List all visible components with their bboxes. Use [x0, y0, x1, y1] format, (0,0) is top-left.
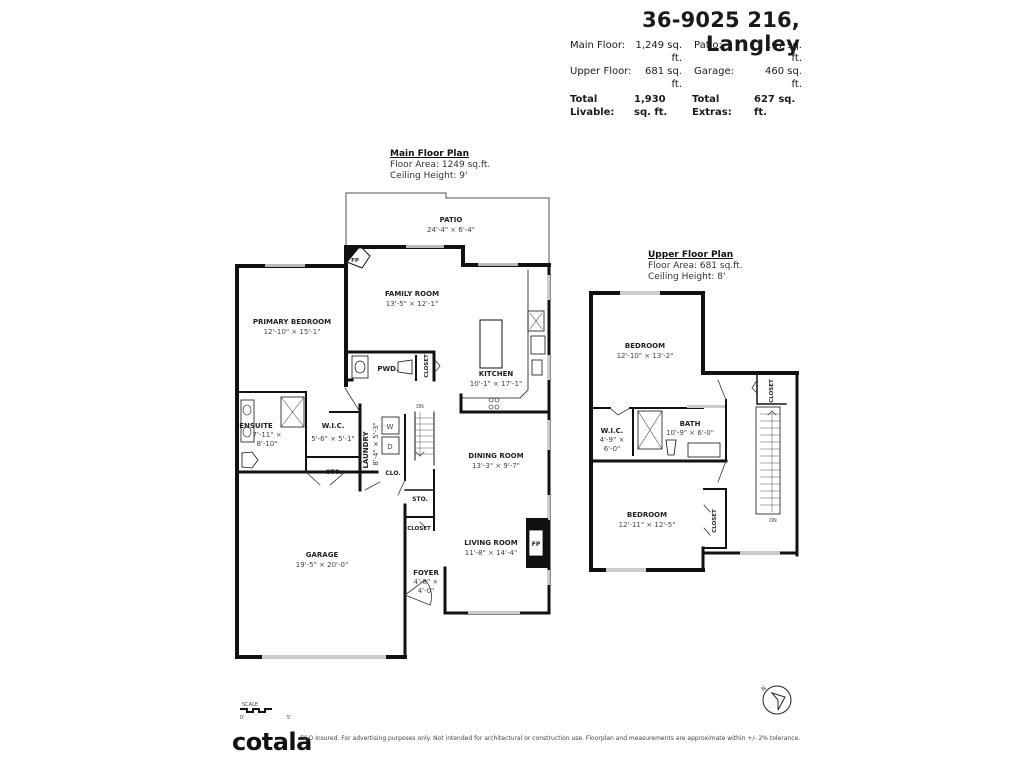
total-livable-value: 1,930 sq. ft. [634, 94, 668, 118]
upper-closet-1-label: CLOSET [769, 379, 775, 403]
family-fireplace-label: FP [351, 258, 359, 264]
bedroom-2-dims: 12'-11" × 12'-5" [619, 521, 676, 529]
ensuite-dims-2: 8'-10" [256, 440, 277, 448]
total-extras-label: Total Extras: [692, 94, 732, 118]
patio-label: Patio: [694, 40, 722, 51]
family-room-label: FAMILY ROOM [385, 290, 439, 298]
main-floor-title: Main Floor Plan [390, 149, 469, 159]
foyer-dims-2: 4'-0" [418, 587, 435, 595]
foyer-label: FOYER [413, 569, 439, 577]
total-livable-label: Total Livable: [570, 94, 615, 118]
main-floor-area: Floor Area: 1249 sq.ft. [390, 160, 491, 170]
sto-label-2: STO. [412, 496, 428, 503]
living-fireplace-label: FP [532, 541, 541, 548]
upper-floor-ceiling: Ceiling Height: 8' [648, 272, 726, 282]
upper-wic-label: W.I.C. [601, 427, 624, 435]
patio-value: 167 sq. ft. [764, 40, 802, 64]
pwd-label: PWD. [377, 365, 398, 373]
living-room-dims: 11'-8" × 14'-4" [465, 549, 517, 557]
upper-wic-dims-1: 4'-9" × [600, 436, 625, 444]
garage-dims: 19'-5" × 20'-0" [296, 561, 348, 569]
scale-end: 5' [287, 715, 292, 721]
upper-floor-heading: Upper Floor Plan Floor Area: 681 sq.ft. … [648, 250, 743, 283]
washer-label: W [387, 423, 394, 431]
garage-label: GARAGE [306, 551, 339, 559]
upper-floor-label: Upper Floor: [570, 66, 632, 77]
laundry-dims: 8'-4" × 5'-3" [372, 422, 380, 465]
scale-start: 0' [240, 715, 245, 721]
upper-floor-value: 681 sq. ft. [644, 66, 682, 90]
primary-bedroom-label: PRIMARY BEDROOM [253, 318, 331, 326]
foyer-closet-label: CLOSET [407, 526, 431, 532]
dining-room-label: DINING ROOM [468, 452, 523, 460]
brand-logo: cotala [232, 728, 312, 756]
dining-room-dims: 13'-3" × 9'-7" [472, 462, 520, 470]
bedroom-1-dims: 12'-10" × 13'-2" [617, 352, 674, 360]
patio-dims: 24'-4" × 6'-4" [427, 226, 475, 234]
upper-wic-dims-2: 6'-0" [604, 445, 621, 453]
sto-label-1: STO. [326, 469, 342, 476]
property-title: 36-9025 216, Langley [642, 8, 800, 56]
foyer-dims-1: 4'-8" × [414, 578, 439, 586]
disclaimer: E&O Insured. For advertising purposes on… [300, 735, 801, 742]
kitchen-dims: 10'-1" × 17'-1" [470, 380, 522, 388]
main-stairs-dn: DN [416, 404, 424, 410]
bedroom-1-label: BEDROOM [625, 342, 665, 350]
ensuite-dims-1: 7'-11" × [252, 431, 281, 439]
main-floor-heading: Main Floor Plan Floor Area: 1249 sq.ft. … [390, 149, 490, 182]
total-extras-value: 627 sq. ft. [754, 94, 796, 118]
living-room-label: LIVING ROOM [464, 539, 517, 547]
area-summary: Main Floor: 1,249 sq. ft. Patio: 167 sq.… [570, 39, 802, 119]
wic-label: W.I.C. [322, 422, 345, 430]
garage-label: Garage: [694, 66, 734, 77]
upper-stairs-dn: DN [769, 518, 777, 524]
ensuite-label: ENSUITE [239, 422, 273, 430]
clo-label: CLO. [385, 470, 400, 477]
upper-closet-2-label: CLOSET [712, 509, 718, 533]
bedroom-2-label: BEDROOM [627, 511, 667, 519]
main-floor-ceiling: Ceiling Height: 9' [390, 171, 468, 181]
laundry-label: LAUNDRY [362, 431, 370, 469]
kitchen-label: KITCHEN [479, 370, 514, 378]
wic-dims: 5'-6" × 5'-1" [311, 435, 354, 443]
dryer-label: D [387, 443, 392, 451]
scale-label: SCALE [242, 702, 258, 708]
bath-label: BATH [680, 420, 701, 428]
bath-dims: 10'-9" × 6'-0" [666, 429, 714, 437]
north-arrow-icon: N [760, 685, 768, 693]
pwd-closet-label: CLOSET [424, 354, 430, 378]
main-floor-value: 1,249 sq. ft. [635, 40, 682, 64]
primary-bedroom-dims: 12'-10" × 15'-1" [264, 328, 321, 336]
family-room-dims: 13'-5" × 12'-1" [386, 300, 438, 308]
patio-label: PATIO [440, 216, 463, 224]
main-floor-label: Main Floor: [570, 40, 626, 51]
upper-floor-title: Upper Floor Plan [648, 250, 734, 260]
garage-value: 460 sq. ft. [764, 66, 802, 90]
upper-floor-area: Floor Area: 681 sq.ft. [648, 261, 743, 271]
